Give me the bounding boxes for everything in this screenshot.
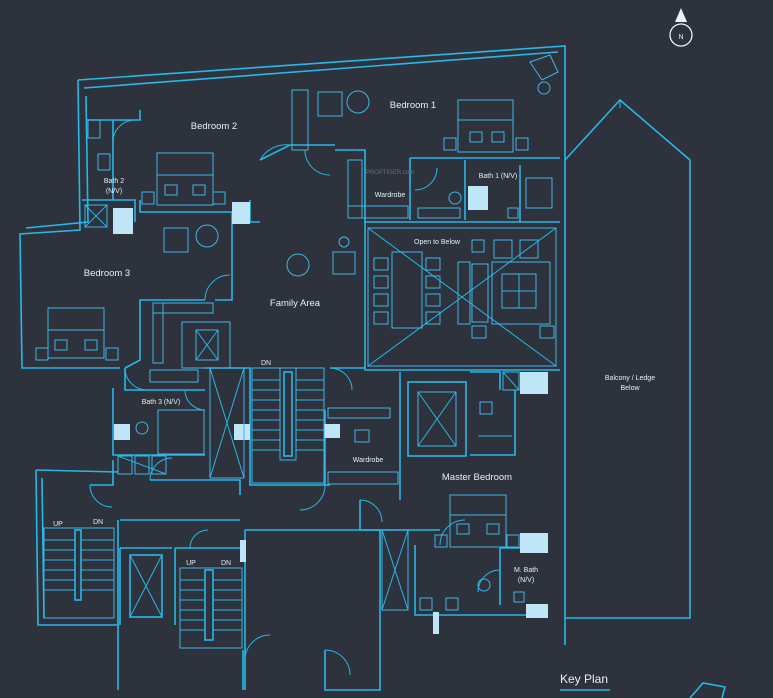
room-labels: Bedroom 1 Bedroom 2 Bedroom 3 Bath 2 (N/… — [84, 100, 655, 584]
label-bath-3: Bath 3 (N/V) — [142, 399, 181, 406]
label-wardrobe-top: Wardrobe — [375, 192, 406, 199]
compass-letter: N — [678, 34, 683, 41]
wardrobe-top — [347, 159, 462, 219]
left-stair — [43, 527, 163, 619]
wardrobe-middle — [327, 407, 399, 485]
label-balcony-below: Below — [620, 385, 640, 392]
label-family-area: Family Area — [270, 298, 321, 309]
label-up-left: UP — [53, 521, 63, 528]
door-swings — [89, 119, 501, 676]
label-master-bath-nv: (N/V) — [518, 577, 534, 584]
label-bath-1: Bath 1 (N/V) — [479, 173, 518, 180]
label-up-right: UP — [186, 560, 196, 567]
label-bedroom-3: Bedroom 3 — [84, 268, 130, 279]
label-dn-main: DN — [261, 360, 271, 367]
outer-walls — [19, 45, 566, 691]
label-wardrobe-middle: Wardrobe — [353, 457, 384, 464]
label-master-bath: M. Bath — [514, 567, 538, 574]
master-bath-fixtures — [419, 578, 525, 611]
label-dn-right: DN — [221, 560, 231, 567]
master-bedroom-furniture — [381, 371, 520, 611]
key-plan-label: Key Plan — [560, 672, 608, 686]
stair-labels: DN UP DN UP DN — [53, 360, 271, 567]
label-bath-2: Bath 2 — [104, 178, 124, 185]
key-plan: Key Plan — [560, 672, 727, 698]
structural-columns — [113, 186, 548, 634]
label-master-bedroom: Master Bedroom — [442, 472, 512, 483]
bedroom-2-furniture — [84, 119, 226, 228]
label-dn-left: DN — [93, 519, 103, 526]
north-compass: N — [669, 8, 693, 47]
family-area-furniture — [152, 236, 356, 369]
watermark: PROPTIGER.com — [366, 170, 414, 176]
bedroom-1-furniture — [291, 54, 559, 153]
bath-1-fixtures — [507, 177, 553, 219]
label-bath-2-nv: (N/V) — [106, 188, 122, 195]
main-stair — [209, 367, 325, 484]
label-bedroom-1: Bedroom 1 — [390, 100, 436, 111]
right-stair — [179, 567, 243, 649]
bath-3-fixtures — [117, 369, 205, 475]
balcony-outline — [564, 98, 691, 619]
label-open-to-below: Open to Below — [414, 239, 461, 246]
open-to-below-area — [367, 227, 557, 367]
label-balcony: Balcony / Ledge — [605, 375, 655, 382]
label-bedroom-2: Bedroom 2 — [191, 121, 237, 132]
bedroom-3-furniture — [35, 224, 219, 361]
